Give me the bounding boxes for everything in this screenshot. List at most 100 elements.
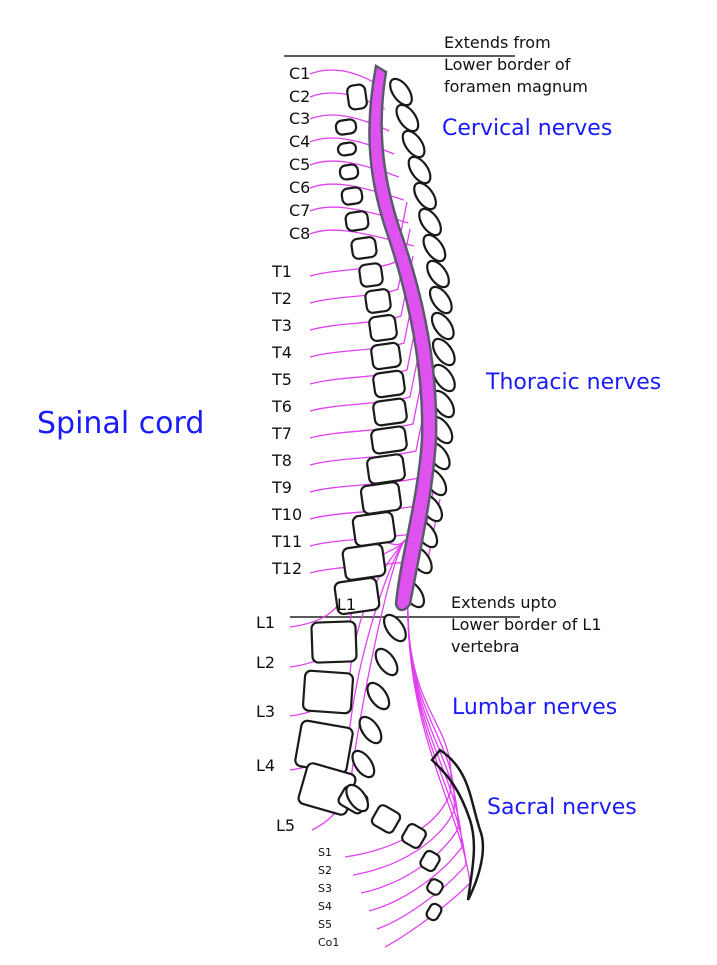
bottom-annotation-line: vertebra (451, 637, 520, 656)
top-annotation-line: Lower border of (444, 55, 571, 74)
spinous-process (395, 103, 420, 133)
nerve-label-c6: C6 (289, 178, 311, 197)
nerve-label-s1: S1 (318, 846, 332, 859)
nerve-label-l2: L2 (256, 653, 276, 672)
sacral-segment (419, 849, 441, 873)
vertebral-body (336, 141, 358, 157)
vertebral-bodies (294, 83, 444, 922)
nerve-label-t7: T7 (272, 424, 292, 443)
nerve-label-t3: T3 (272, 316, 292, 335)
nerve-label-c2: C2 (289, 87, 311, 106)
nerve-label-c1: C1 (289, 64, 311, 83)
nerve-label-c3: C3 (289, 109, 311, 128)
nerve-label-s3: S3 (318, 882, 332, 895)
nerve-label-t9: T9 (272, 478, 292, 497)
vertebral-body (350, 236, 378, 260)
spinous-process (422, 233, 447, 263)
spinous-process (418, 207, 442, 237)
top-annotation-line: Extends from (444, 33, 551, 52)
vertebral-body (333, 576, 381, 616)
vertebral-body (334, 118, 358, 136)
nerve-label-l5: L5 (276, 816, 296, 835)
vertebral-body (340, 186, 364, 206)
sacrum-outline (430, 748, 485, 901)
spinal-cord-title: Spinal cord (37, 406, 205, 441)
nerve-co1 (384, 559, 471, 948)
cervical-nerves-label: Cervical nerves (442, 116, 613, 141)
vertebral-body (372, 397, 408, 427)
bottom-annotation-line: Extends upto (451, 593, 557, 612)
nerve-label-c4: C4 (289, 132, 311, 151)
nerve-t8 (309, 390, 429, 466)
sacral-segment (425, 902, 443, 922)
nerve-label-s5: S5 (318, 918, 332, 931)
vertebral-body (366, 453, 406, 485)
vertebral-body (346, 83, 368, 111)
top-annotation: Extends from Lower border of foramen mag… (444, 32, 588, 98)
spinous-process (374, 647, 399, 677)
spinous-process (431, 337, 456, 367)
spinal-cord (368, 64, 438, 612)
spinous-process (383, 613, 407, 643)
vertebral-body (310, 620, 358, 664)
spinous-process (358, 715, 383, 745)
vertebral-body (364, 288, 392, 314)
vertebral-body (351, 511, 397, 547)
nerve-t4 (309, 282, 417, 358)
vertebral-body (358, 262, 384, 288)
vertebral-body (370, 341, 402, 371)
vertebral-body (344, 210, 370, 232)
top-annotation-line: foramen magnum (444, 77, 588, 96)
vertebral-body (359, 481, 403, 515)
vertebral-body (301, 669, 355, 715)
sacral-segment (426, 878, 444, 896)
spinous-process (430, 311, 455, 341)
nerve-label-t4: T4 (272, 343, 292, 362)
nerve-l5 (311, 539, 406, 831)
nerve-s4 (368, 559, 463, 912)
vertebral-body (338, 163, 360, 181)
spinous-process (389, 77, 413, 107)
nerve-label-t2: T2 (272, 289, 292, 308)
nerve-label-s4: S4 (318, 900, 332, 913)
vertebral-body (368, 313, 398, 343)
nerve-t6 (309, 336, 423, 412)
nerve-label-t1: T1 (272, 262, 292, 281)
nerve-label-l1: L1 (256, 613, 276, 632)
nerve-label-t8: T8 (272, 451, 292, 470)
sacral-segment (370, 804, 402, 834)
nerve-label-t11: T11 (272, 532, 303, 551)
l1-vertebra-label: L1 (337, 595, 357, 614)
bottom-annotation: Extends upto Lower border of L1 vertebra (451, 592, 602, 658)
nerve-label-t10: T10 (272, 505, 303, 524)
nerve-label-t12: T12 (272, 559, 303, 578)
spinous-process (428, 285, 453, 315)
thoracic-nerves-label: Thoracic nerves (486, 370, 662, 395)
bottom-annotation-line: Lower border of L1 (451, 615, 602, 634)
spinous-process (351, 749, 376, 779)
spinous-process (401, 129, 426, 159)
vertebral-body (372, 369, 406, 399)
nerve-label-t6: T6 (272, 397, 292, 416)
spinous-process (432, 363, 456, 393)
spinous-process (345, 783, 370, 813)
nerve-label-t5: T5 (272, 370, 292, 389)
nerve-label-l4: L4 (256, 756, 276, 775)
spinous-process (366, 681, 391, 711)
nerve-label-co1: Co1 (318, 936, 340, 949)
nerve-label-s2: S2 (318, 864, 332, 877)
vertebral-body (370, 425, 408, 455)
lumbar-nerves-label: Lumbar nerves (452, 695, 618, 720)
nerve-label-c8: C8 (289, 224, 311, 243)
nerve-label-c7: C7 (289, 201, 311, 220)
vertebral-body (341, 543, 387, 581)
spinous-process (407, 155, 432, 185)
spinous-process (426, 259, 450, 289)
sacral-nerves-label: Sacral nerves (487, 795, 637, 820)
nerve-t2 (309, 228, 411, 304)
spinous-process (413, 181, 437, 211)
sacral-segment (401, 823, 427, 849)
nerve-c1 (309, 69, 381, 87)
nerve-label-c5: C5 (289, 155, 311, 174)
